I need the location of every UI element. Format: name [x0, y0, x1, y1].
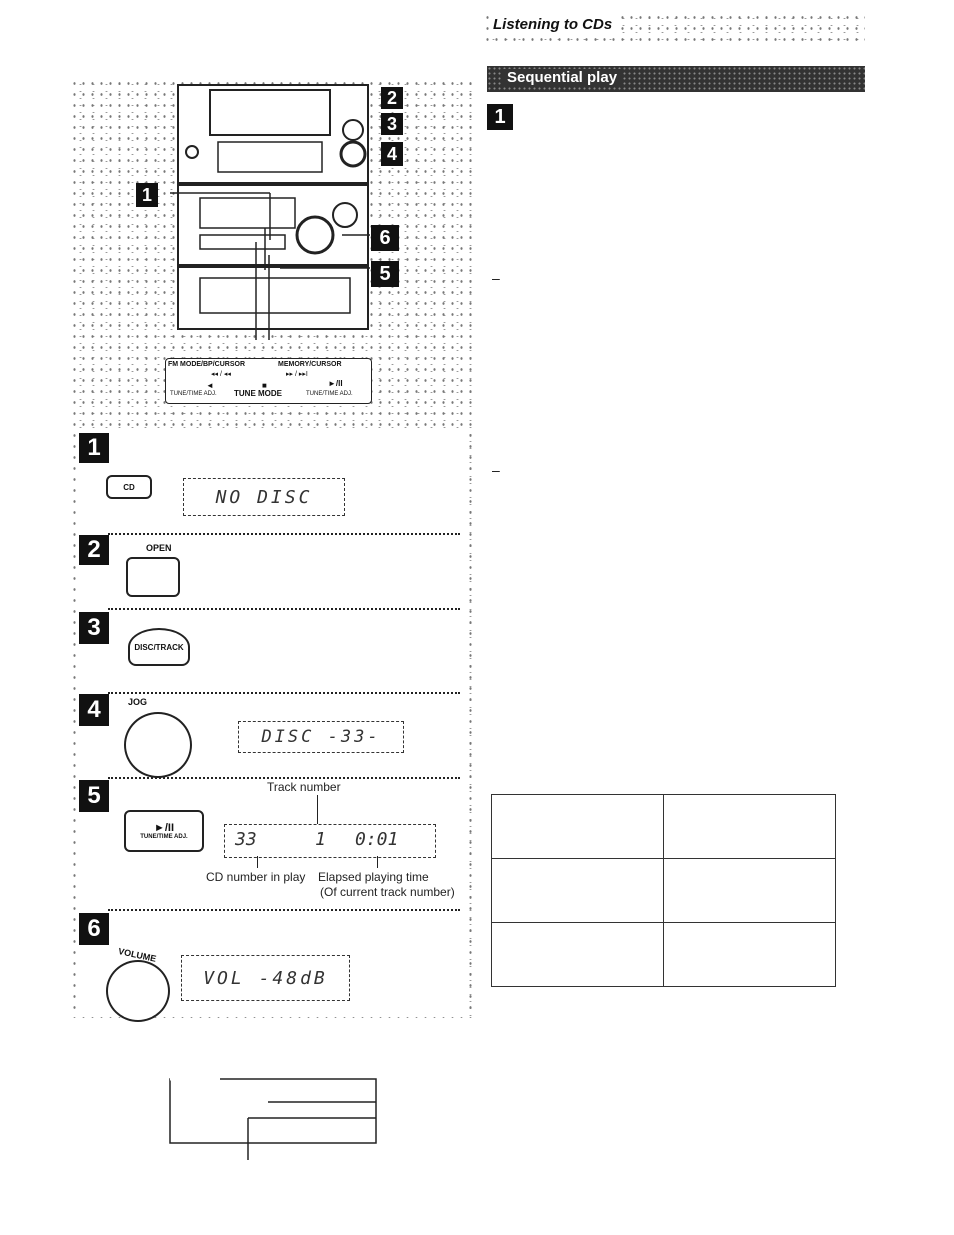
cd-number-label: CD number in play: [206, 870, 306, 884]
prev-skip-label: ◂◂ / ◂◂: [211, 371, 231, 378]
callout-6: 6: [371, 225, 399, 251]
callout-2: 2: [381, 87, 403, 109]
table-cell: [663, 794, 836, 859]
stop-symbol: ■: [262, 381, 267, 390]
stereo-unit-illustration: [177, 84, 369, 340]
callout-3: 3: [381, 113, 403, 135]
memory-cursor-label: MEMORY/CURSOR: [278, 361, 342, 368]
jog-label: JOG: [128, 697, 148, 707]
callout-5: 5: [371, 261, 399, 287]
info-table: [491, 794, 836, 987]
callout-lines: [170, 192, 370, 269]
play-pause-symbol: ►/II: [153, 822, 175, 834]
step-5-badge: 5: [79, 780, 109, 812]
time-leader-line: [377, 856, 378, 868]
step-divider: [108, 777, 460, 779]
play-pause-sub-label: TUNE/TIME ADJ.: [140, 834, 188, 840]
lcd-track-number: 1: [315, 829, 326, 850]
dash-marker: –: [492, 462, 500, 478]
lcd-display-no-disc: NO DISC: [183, 478, 345, 516]
lcd-disc-number: 33: [235, 829, 257, 850]
step-divider: [108, 608, 460, 610]
table-cell: [663, 922, 836, 987]
step-divider: [108, 692, 460, 694]
table-row: [491, 794, 836, 859]
step-badge: 1: [487, 104, 513, 130]
step-6-badge: 6: [79, 913, 109, 945]
front-panel-buttons: FM MODE/BP/CURSOR MEMORY/CURSOR ◂◂ / ◂◂ …: [165, 358, 372, 404]
step-divider: [108, 909, 460, 911]
lcd-display-volume: VOL -48dB: [181, 955, 350, 1001]
volume-knob[interactable]: [106, 960, 170, 1022]
dash-marker: –: [492, 270, 500, 286]
elapsed-time-sub-label: (Of current track number): [320, 885, 455, 899]
lcd-display-disc: DISC -33-: [238, 721, 404, 753]
cd-button[interactable]: CD: [106, 475, 152, 499]
step-3-badge: 3: [79, 612, 109, 644]
tune-down-arrow: ◄: [206, 381, 214, 390]
table-row: [491, 922, 836, 987]
open-label: OPEN: [146, 543, 172, 553]
fm-mode-label: FM MODE/BP/CURSOR: [168, 361, 245, 368]
step-2-badge: 2: [79, 535, 109, 565]
step-divider: [108, 533, 460, 535]
lcd-elapsed-time: 0:01: [355, 829, 399, 850]
track-leader-line: [317, 795, 318, 824]
bracket-graphic: [169, 1078, 377, 1160]
table-cell: [663, 858, 836, 923]
open-button[interactable]: [126, 557, 180, 597]
table-cell: [491, 794, 664, 859]
elapsed-time-label: Elapsed playing time: [318, 870, 429, 884]
step-4-badge: 4: [79, 694, 109, 726]
play-pause-label: ►/II: [328, 379, 343, 388]
step-1-badge: 1: [79, 433, 109, 463]
cd-leader-line: [257, 856, 258, 868]
track-number-label: Track number: [267, 780, 341, 794]
play-pause-button[interactable]: ►/II TUNE/TIME ADJ.: [124, 810, 204, 852]
callout-4: 4: [381, 142, 403, 166]
callout-1: 1: [136, 183, 158, 207]
tune-up-label: TUNE/TIME ADJ.: [306, 391, 353, 397]
table-cell: [491, 858, 664, 923]
section-title: Sequential play: [503, 69, 622, 86]
tune-mode-label: TUNE MODE: [234, 389, 282, 398]
jog-knob[interactable]: [124, 712, 192, 778]
table-cell: [491, 922, 664, 987]
next-skip-label: ▸▸ / ▸▸I: [286, 371, 308, 378]
tune-down-label: TUNE/TIME ADJ.: [170, 391, 217, 397]
lcd-display-play: 33 1 0:01: [224, 824, 436, 858]
page-title: Listening to CDs: [490, 16, 616, 33]
disc-track-button[interactable]: DISC/TRACK: [128, 628, 190, 666]
table-row: [491, 858, 836, 923]
